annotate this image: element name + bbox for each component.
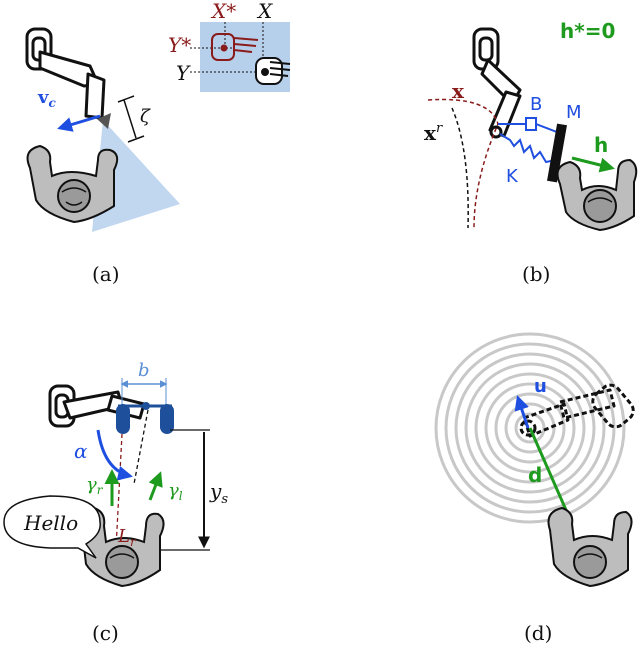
caption-a: (a) <box>92 262 120 286</box>
distance-d-label: d <box>528 463 542 487</box>
finger-left <box>160 404 174 434</box>
caption-c: (c) <box>92 621 119 645</box>
Lr-label: Lr <box>117 526 137 549</box>
damper-label: B <box>530 94 542 115</box>
panel-c: b α γr γl ys Lr Hello (c) <box>3 360 228 645</box>
trajectory-xr <box>451 107 469 229</box>
caption-d: (d) <box>524 621 552 645</box>
caption-b: (b) <box>522 262 550 286</box>
force-h-label: h <box>594 133 608 157</box>
spring-label: K <box>506 166 519 187</box>
human-b <box>556 158 638 232</box>
robot-arm-b <box>472 27 522 139</box>
panel-a: vc ζ <box>25 0 291 286</box>
b-label: b <box>138 360 150 381</box>
zeta-label: ζ <box>140 106 151 127</box>
alpha-label: α <box>74 439 88 463</box>
speech-bubble <box>3 495 101 559</box>
gripper-pivot <box>142 402 150 410</box>
h-star-label: h*=0 <box>560 19 615 43</box>
robot-arm-a <box>25 27 106 120</box>
gamma-l-arrow <box>148 471 163 501</box>
gamma-r-label: γr <box>86 474 104 497</box>
panel-b: h*=0 x xr B K M <box>424 19 638 286</box>
y-star-label: Y* <box>168 33 191 57</box>
x-star-label: X* <box>210 0 236 23</box>
gamma-l-label: γl <box>168 480 183 503</box>
mass-label: M <box>566 102 582 123</box>
control-u-label: u <box>534 376 547 397</box>
center-dashed <box>133 409 149 485</box>
control-u-arrow <box>514 395 530 429</box>
robot-arm-d <box>519 383 635 438</box>
Lr-dashed <box>115 433 123 549</box>
velocity-label: vc <box>37 87 56 110</box>
spring-K <box>499 133 557 164</box>
panel-d: d u (d) <box>434 332 635 645</box>
human-d <box>547 506 633 588</box>
trajectory-x <box>427 98 499 229</box>
x-traj-label: x <box>452 79 465 103</box>
force-h-arrow <box>571 156 615 173</box>
camera-icon <box>97 113 111 129</box>
distance-d-line <box>528 427 568 511</box>
current-hand-icon <box>255 57 291 85</box>
x-label: X <box>256 0 273 23</box>
human-a <box>26 144 119 224</box>
finger-right <box>116 404 130 434</box>
speech-hello: Hello <box>23 511 78 535</box>
xr-traj-label: xr <box>424 121 443 145</box>
alpha-arc <box>96 429 133 481</box>
y-label: Y <box>176 61 191 85</box>
human-c <box>79 506 165 588</box>
potential-rings <box>434 332 626 524</box>
desired-hand-icon <box>211 33 259 61</box>
ys-label: ys <box>209 479 228 507</box>
velocity-arrow <box>57 114 101 132</box>
zeta-dimension <box>117 95 145 143</box>
mass-plate <box>547 123 567 183</box>
